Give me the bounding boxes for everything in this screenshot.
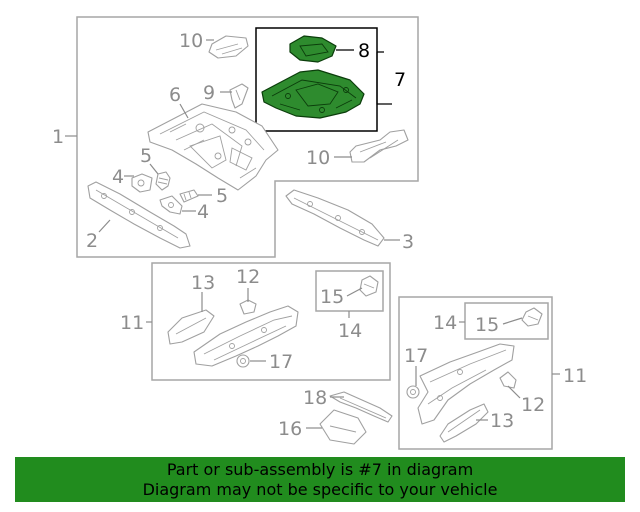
callout-17-right: 17	[404, 345, 428, 367]
callout-13-left: 13	[191, 272, 215, 294]
part-13-right	[439, 403, 489, 443]
callout-17-left: 17	[269, 351, 293, 373]
group-box-14-right	[464, 302, 549, 340]
callout-6: 6	[169, 84, 181, 106]
callout-2: 2	[86, 230, 98, 252]
callout-13-right: 13	[490, 410, 514, 432]
callout-15-right: 15	[475, 314, 499, 336]
banner-line-2: Diagram may not be specific to your vehi…	[142, 480, 498, 499]
part-12-right	[499, 371, 517, 389]
callout-12-right: 12	[521, 394, 545, 416]
part-10-right	[349, 129, 409, 163]
part-3-crossmember	[285, 189, 385, 247]
callout-3: 3	[402, 231, 414, 253]
callout-18: 18	[303, 387, 327, 409]
part-6-floor-pan	[147, 103, 279, 191]
part-13-left	[167, 309, 215, 345]
leader-lines	[65, 39, 560, 429]
part-12-left	[239, 299, 257, 315]
callout-5-lower: 5	[216, 185, 228, 207]
part-4-right	[159, 195, 183, 215]
banner-line-1: Part or sub-assembly is #7 in diagram	[166, 460, 474, 479]
group-box-1	[76, 16, 419, 258]
callout-7: 7	[394, 69, 406, 91]
part-4-left	[131, 173, 153, 193]
info-banner: Part or sub-assembly is #7 in diagram Di…	[15, 457, 625, 502]
part-16	[319, 409, 367, 445]
callout-16: 16	[278, 418, 302, 440]
callout-14-left: 14	[338, 320, 362, 342]
part-9	[229, 83, 249, 109]
callout-1: 1	[52, 126, 64, 148]
callout-15-left: 15	[320, 286, 344, 308]
rear-side-member-left	[193, 305, 299, 367]
part-18	[329, 391, 393, 423]
part-2-rail	[87, 181, 191, 249]
callout-11-left: 11	[120, 312, 144, 334]
group-box-11-right	[398, 296, 553, 450]
callout-8: 8	[358, 40, 370, 62]
callout-5-upper: 5	[140, 145, 152, 167]
callout-4-left: 4	[112, 166, 124, 188]
part-10-top	[208, 35, 249, 59]
part-7-green-assembly	[261, 69, 365, 119]
part-5-upper	[155, 171, 171, 191]
callout-14-right: 14	[433, 312, 457, 334]
part-8-green	[289, 35, 337, 63]
part-5-lower	[179, 189, 199, 203]
part-15-right	[521, 307, 543, 327]
callout-10-right: 10	[306, 147, 330, 169]
callout-11-right: 11	[563, 365, 587, 387]
part-17-left	[236, 354, 250, 368]
part-15-left	[359, 275, 379, 297]
callout-12-left: 12	[236, 266, 260, 288]
part-17-right	[406, 385, 420, 399]
callout-labels: 1 2 3 4 4 5 5 6 7 8 9 10 10 11 11 12 12 …	[52, 30, 587, 440]
callout-10-top: 10	[179, 30, 203, 52]
callout-9: 9	[203, 82, 215, 104]
rear-side-member-right	[417, 343, 515, 425]
callout-4-right: 4	[197, 201, 209, 223]
